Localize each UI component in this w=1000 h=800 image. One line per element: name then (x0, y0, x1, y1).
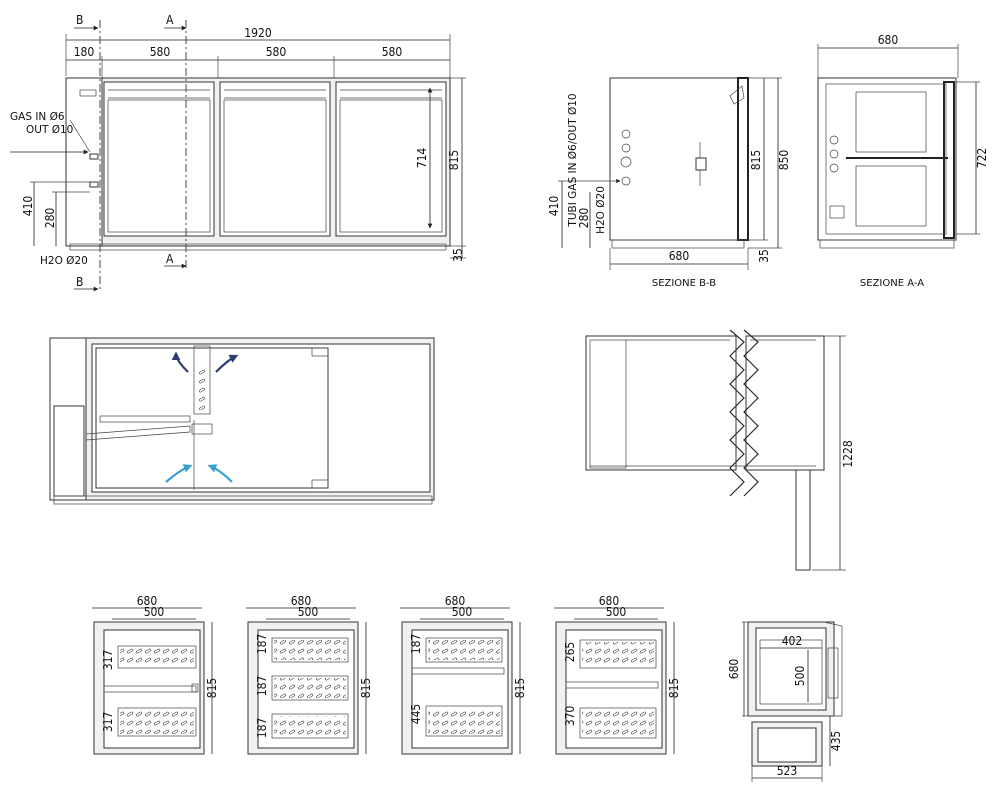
ds1-left-2: 317 (101, 712, 115, 733)
door-1 (103, 81, 215, 237)
plan-view (49, 337, 435, 505)
gas-out-label: OUT Ø10 (26, 124, 73, 136)
warm-air-arrow-left (171, 351, 189, 373)
gas-in-label: GAS IN Ø6 (10, 111, 65, 123)
door-2 (219, 81, 331, 237)
evaporator (193, 345, 211, 415)
dd-435: 435 (829, 731, 843, 752)
ds3-left-2: 445 (409, 704, 423, 725)
section-marker-a-bottom: A (166, 252, 174, 266)
ds4-680: 680 (599, 594, 620, 608)
section-bb-body (609, 77, 749, 241)
dim-410-text: 410 (21, 196, 35, 217)
dd-500: 500 (793, 666, 807, 687)
ds1-815: 815 (205, 678, 219, 699)
section-bb-caption: SEZIONE B-B (652, 278, 716, 289)
drawer-section-3: 680 500 815 187 445 (400, 594, 527, 755)
gas-port (89, 153, 99, 160)
ds3-left-1: 187 (409, 634, 423, 655)
section-bb: 680 815 850 35 410 280 TUBI GAS IN Ø6/OU… (547, 77, 791, 289)
front-view: 1920 180 580 580 580 714 815 35 GAS IN Ø… (10, 13, 466, 292)
ds2-815: 815 (359, 678, 373, 699)
ds3-500: 500 (452, 605, 473, 619)
dim-bb-width-text: 680 (669, 249, 690, 263)
dim-inner-text: 714 (415, 148, 429, 169)
dd-680: 680 (727, 659, 741, 680)
engine-compartment (65, 77, 103, 247)
dim-base-text: 35 (451, 248, 465, 262)
dim-bb-815-text: 815 (749, 150, 763, 171)
dim-bb-850-text: 850 (777, 150, 791, 171)
ds3-815: 815 (513, 678, 527, 699)
cool-air-arrow-right (207, 464, 233, 483)
ds2-left-2: 187 (255, 676, 269, 697)
dim-width-4: 580 (382, 45, 403, 59)
dd-402: 402 (782, 634, 803, 648)
dim-bb-280-text: 280 (577, 208, 591, 229)
ds2-500: 500 (298, 605, 319, 619)
drawer-section-2: 680 500 815 187 187 187 (246, 594, 373, 755)
dim-aa-width-text: 680 (878, 33, 899, 47)
dim-width-1: 180 (74, 45, 95, 59)
ds4-left-2: 370 (563, 706, 577, 727)
dim-aa-722-text: 722 (975, 148, 989, 169)
section-marker-b-bottom: B (76, 275, 83, 289)
dim-1228-text: 1228 (841, 440, 855, 468)
water-port (89, 181, 99, 188)
warm-air-arrow-right (215, 354, 239, 373)
dim-height-text: 815 (447, 150, 461, 171)
ds4-left-1: 265 (563, 642, 577, 663)
ds4-500: 500 (606, 605, 627, 619)
cool-air-arrow-left (165, 464, 193, 483)
tubi-label: TUBI GAS IN Ø6/OUT Ø10 (567, 93, 579, 227)
ds2-680: 680 (291, 594, 312, 608)
drawer-detail: 680 402 500 435 523 (727, 621, 843, 782)
extension-view: 1228 (585, 329, 855, 571)
section-marker-a-top: A (166, 13, 174, 27)
dim-280-text: 280 (43, 208, 57, 229)
control-panel (79, 89, 97, 97)
section-aa-caption: SEZIONE A-A (860, 278, 924, 289)
ds2-left-1: 187 (255, 634, 269, 655)
dim-width-2: 580 (150, 45, 171, 59)
ds4-815: 815 (667, 678, 681, 699)
dd-523: 523 (777, 764, 798, 778)
door-3 (335, 81, 447, 237)
drawer-section-1: 680 500 815 317 317 (92, 594, 219, 755)
section-marker-b-top: B (76, 13, 83, 27)
ds2-left-3: 187 (255, 718, 269, 739)
dim-bb-35-text: 35 (757, 249, 771, 263)
section-aa: 680 722 SEZIONE A-A (817, 33, 989, 289)
ds1-500: 500 (144, 605, 165, 619)
h2o-label: H2O Ø20 (40, 255, 88, 267)
dim-total-text: 1920 (244, 26, 272, 40)
dim-bb-410-text: 410 (547, 196, 561, 217)
ds1-left-1: 317 (101, 650, 115, 671)
drawer-section-4: 680 500 815 265 370 (554, 594, 681, 755)
ds1-680: 680 (137, 594, 158, 608)
bb-h2o-label: H2O Ø20 (595, 186, 607, 234)
dim-width-3: 580 (266, 45, 287, 59)
ds3-680: 680 (445, 594, 466, 608)
condensing-unit (53, 405, 85, 497)
